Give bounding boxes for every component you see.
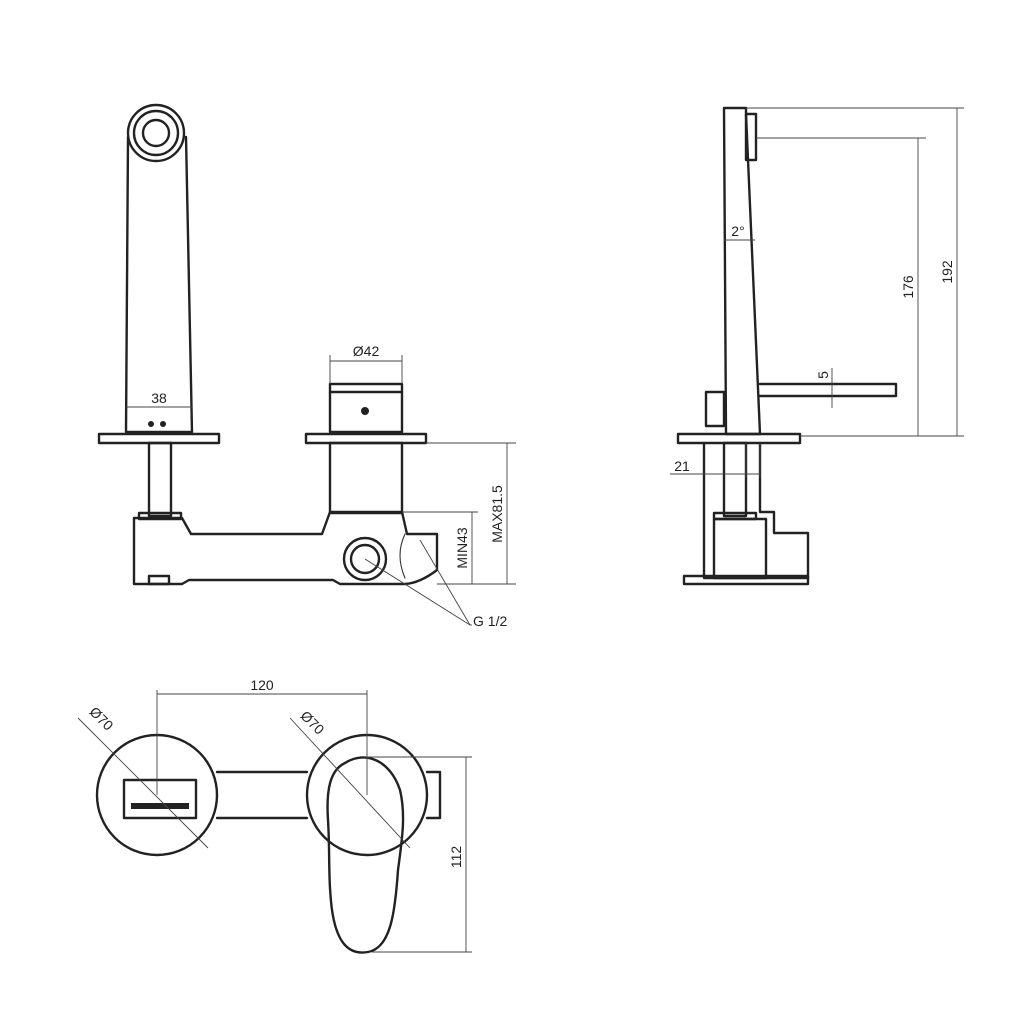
dim-total-height: 192: [746, 107, 964, 437]
dim-label-handle-rise: 5: [815, 371, 831, 379]
dim-label-spout-width: 38: [151, 390, 167, 406]
front-view: 38 Ø42 MAX81.5 MIN43 G 1/2: [97, 103, 516, 629]
dim-label-spout-depth: 21: [674, 458, 690, 474]
side-spout: [722, 106, 762, 436]
cartridge-sleeve: [328, 441, 404, 515]
dim-handle-rise: 5: [815, 368, 833, 408]
side-base: [682, 574, 810, 586]
spout: [124, 103, 194, 434]
inlet-outer: [342, 536, 388, 582]
plan-connector-end: [425, 770, 442, 820]
mixer-body: [328, 382, 404, 434]
dim-rosette-left: Ø70: [77, 703, 209, 849]
dim-angle: 2°: [724, 223, 755, 241]
plan-spout-outlet: [122, 778, 198, 820]
right-rosette: [304, 432, 428, 445]
dim-plan-depth: 112: [367, 756, 472, 953]
dim-label-outlet-height: 176: [900, 275, 916, 299]
aerator-dot-right: [160, 421, 166, 427]
concealed-box: [132, 510, 439, 586]
plan-aerator-slot: [131, 803, 189, 809]
side-box: [702, 441, 810, 580]
dim-label-plan-depth: 112: [448, 846, 464, 869]
dim-max-depth: MAX81.5: [426, 442, 516, 585]
dim-label-rosette-left: Ø70: [87, 703, 117, 733]
dim-rosette-right: Ø70: [289, 707, 411, 849]
dim-handle-diameter: Ø42: [329, 343, 403, 384]
plan-connector: [215, 770, 309, 820]
left-rosette: [97, 432, 221, 445]
dim-label-total-height: 192: [939, 260, 955, 284]
side-rosette: [676, 432, 802, 445]
box-foot: [147, 574, 171, 586]
left-stem: [147, 441, 173, 518]
dim-label-max-depth: MAX81.5: [489, 485, 505, 543]
indicator-dot: [361, 407, 369, 415]
plan-lever: [326, 756, 405, 954]
plan-view: 120 Ø70 Ø70 112: [77, 677, 472, 954]
aerator-dot-left: [148, 421, 154, 427]
side-stem: [722, 441, 748, 518]
side-box-front: [712, 517, 768, 580]
dim-label-rosette-right: Ø70: [298, 707, 328, 737]
dim-spout-width: 38: [126, 390, 192, 408]
side-handle: [704, 390, 726, 428]
dim-label-handle-diameter: Ø42: [353, 343, 380, 359]
dim-min-depth: MIN43: [402, 511, 478, 584]
dim-label-center-distance: 120: [250, 677, 274, 693]
leader-inlet-thread: G 1/2: [364, 539, 507, 629]
dim-spout-depth: 21: [670, 443, 761, 478]
side-view: 2° 176 192 5 21: [670, 106, 964, 586]
dim-label-min-depth: MIN43: [454, 527, 470, 568]
dim-center-distance: 120: [156, 677, 368, 795]
dim-outlet-height: 176: [756, 137, 926, 437]
inlet-inner: [349, 543, 381, 575]
dim-label-angle: 2°: [731, 223, 744, 239]
side-aerator: [744, 112, 758, 162]
side-lever: [758, 382, 898, 398]
dim-label-inlet-thread: G 1/2: [473, 613, 507, 629]
